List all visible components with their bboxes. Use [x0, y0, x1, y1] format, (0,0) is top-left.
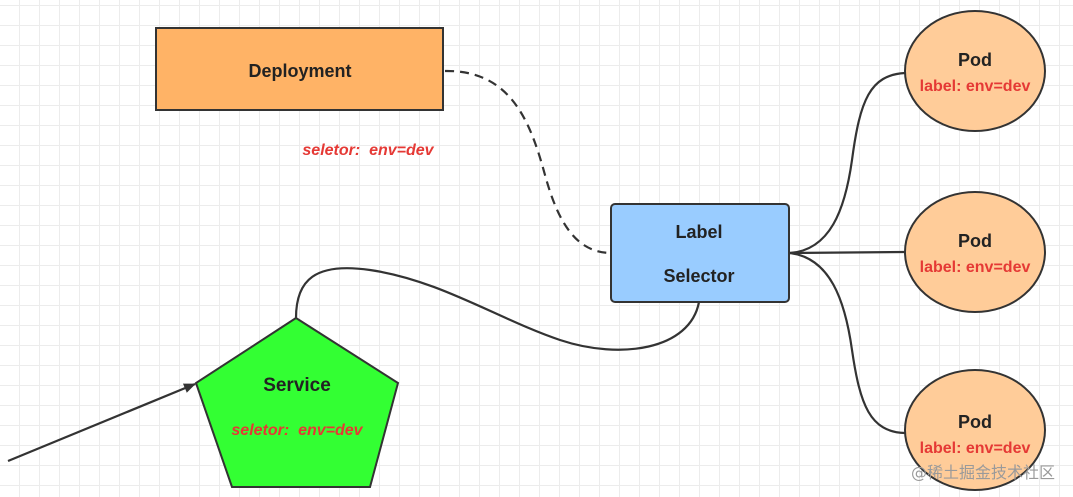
pod-3-title: Pod [958, 412, 992, 432]
watermark-text: @稀土掘金技术社区 [910, 463, 1055, 482]
pod-1-label: label: env=dev [920, 78, 1031, 95]
pod-2-label: label: env=dev [920, 259, 1031, 276]
pod-2-title: Pod [958, 231, 992, 251]
deployment-node[interactable]: Deployment [155, 27, 444, 111]
pod-3-label: label: env=dev [920, 440, 1031, 457]
label-selector-line1: Label [675, 222, 722, 242]
selector-to-pod-2-connector [789, 250, 906, 255]
service-node[interactable]: Service seletor: env=dev [194, 316, 400, 488]
service-label: Service [263, 375, 331, 396]
deployment-label: Deployment [248, 61, 351, 81]
incoming-traffic-arrow [7, 382, 196, 463]
selector-to-pod-3-connector [789, 251, 906, 435]
pod-node-3[interactable]: Pod label: env=dev [904, 369, 1046, 491]
pod-1-title: Pod [958, 50, 992, 70]
pod-node-1[interactable]: Pod label: env=dev [904, 10, 1046, 132]
deployment-selector-text: seletor: env=dev [302, 142, 434, 159]
selector-to-pod-1-connector [789, 71, 906, 255]
label-selector-line2: Selector [663, 266, 734, 286]
service-to-selector-connector [294, 267, 701, 351]
service-selector-text: seletor: env=dev [231, 422, 363, 439]
pod-node-2[interactable]: Pod label: env=dev [904, 191, 1046, 313]
label-selector-node[interactable]: Label Selector [610, 203, 790, 303]
deployment-to-selector-dashed-connector [444, 69, 611, 255]
